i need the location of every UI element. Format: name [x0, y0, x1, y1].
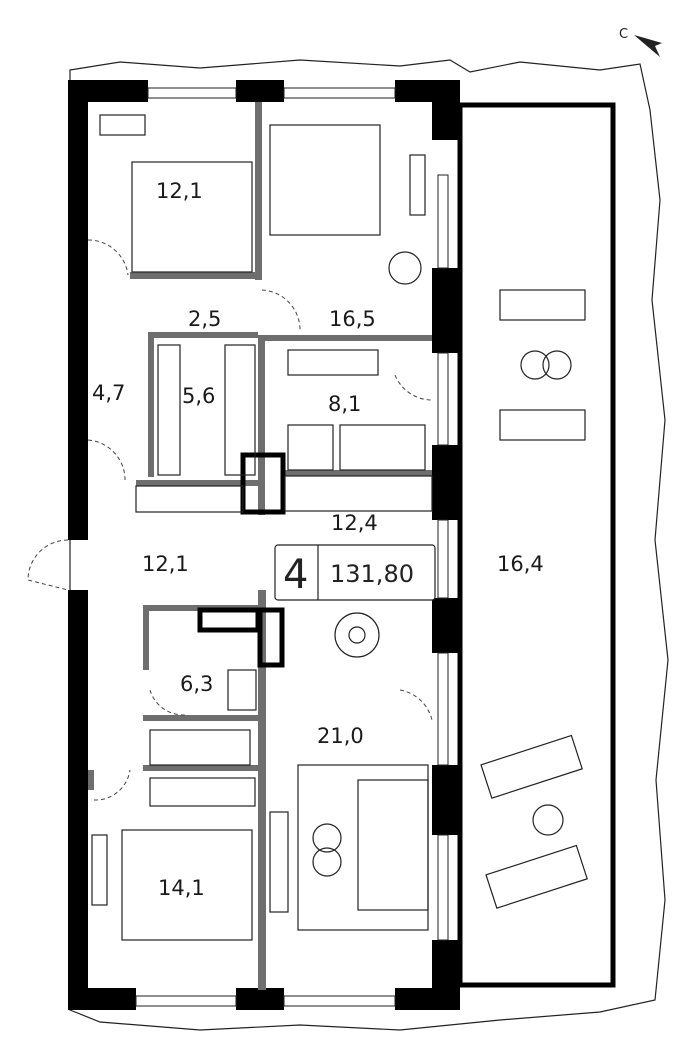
compass-north-label: С: [619, 27, 628, 42]
exterior-walls: [68, 80, 460, 1010]
furniture: [91, 114, 588, 941]
windows: [135, 87, 449, 1007]
room-area-hall-small: 2,5: [188, 307, 221, 331]
room-area-kitchen: 12,4: [331, 511, 378, 535]
site-outline: [69, 59, 669, 1031]
room-area-bedroom-1: 12,1: [156, 179, 203, 203]
room-area-bedroom-2: 14,1: [158, 876, 205, 900]
dining-table: [334, 612, 380, 658]
ventilation-shafts: [197, 452, 286, 668]
room-area-terrace: 16,4: [497, 552, 544, 576]
door-swings: [27, 239, 433, 801]
room-area-bathroom-1: 8,1: [328, 392, 361, 416]
room-area-corridor: 4,7: [92, 381, 125, 405]
bed-bedroom-2: [121, 829, 253, 941]
bathtub-1: [339, 424, 426, 471]
north-arrow-icon: [634, 35, 662, 57]
room-area-bathroom-2: 6,3: [180, 672, 213, 696]
total-area: 131,80: [330, 560, 414, 588]
room-area-wardrobe: 5,6: [182, 384, 215, 408]
room-area-hall: 12,1: [142, 552, 189, 576]
apartment-summary-badge: 4 131,80: [274, 544, 436, 601]
bathtub-2: [149, 729, 251, 766]
kitchen-counter: [284, 475, 433, 512]
bed-bedroom-1: [131, 161, 253, 273]
sofa: [357, 779, 429, 911]
terrace-outline: [457, 102, 616, 988]
room-labels: 12,1 2,5 16,5 4,7 5,6 8,1 12,4 12,1 16,4…: [92, 179, 544, 900]
room-area-bedroom-master: 16,5: [329, 307, 376, 331]
room-count: 4: [283, 552, 308, 598]
compass: С: [619, 27, 662, 57]
lounger: [499, 289, 586, 321]
room-area-living-room: 21,0: [317, 724, 364, 748]
bed-master: [269, 124, 381, 236]
